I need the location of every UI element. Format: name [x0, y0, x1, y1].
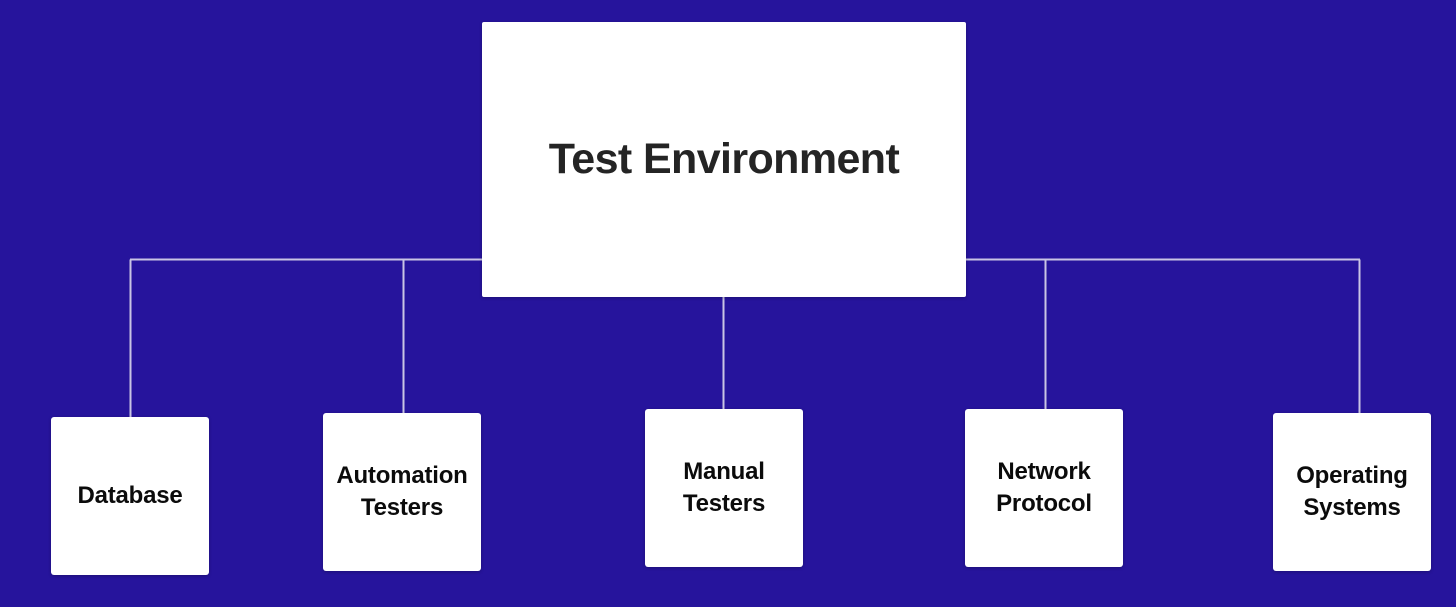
node-root-label: Test Environment: [548, 134, 900, 183]
node-child-label: Network Protocol: [996, 458, 1092, 517]
node-child-network-protocol[interactable]: Network Protocol: [965, 409, 1123, 567]
node-child-automation-testers[interactable]: Automation Testers: [323, 413, 481, 571]
node-child-label: Database: [77, 482, 183, 510]
node-child-label: Manual Testers: [682, 458, 766, 517]
node-child-operating-systems[interactable]: Operating Systems: [1273, 413, 1431, 571]
node-child-label: Automation Testers: [336, 462, 468, 521]
node-child-label: Operating Systems: [1296, 462, 1408, 521]
node-root-test-environment[interactable]: Test Environment: [482, 22, 966, 297]
node-child-manual-testers[interactable]: Manual Testers: [645, 409, 803, 567]
node-child-database[interactable]: Database: [51, 417, 209, 575]
